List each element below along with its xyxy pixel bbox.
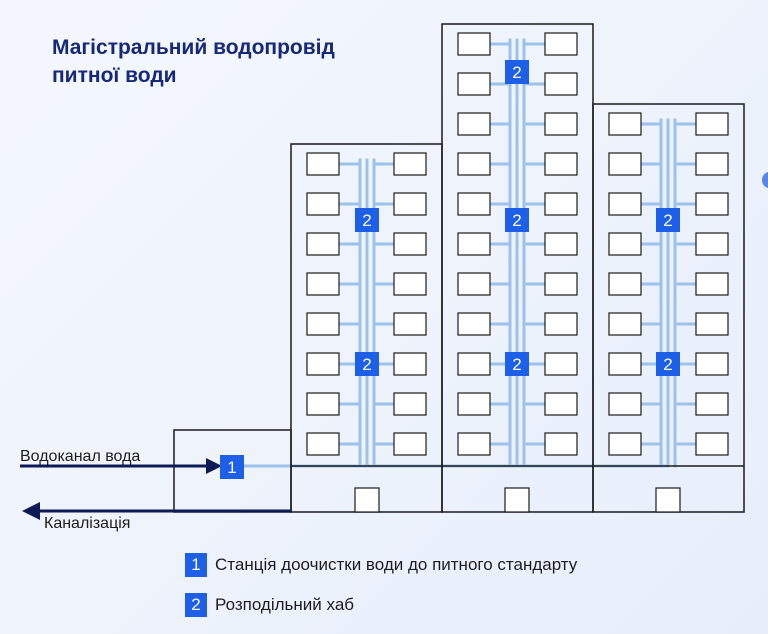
- window: [457, 152, 491, 176]
- window: [695, 192, 729, 216]
- hub-marker-label: 2: [362, 211, 371, 230]
- window: [608, 192, 642, 216]
- hub-marker-label: 2: [512, 63, 521, 82]
- hub-marker-label: 2: [362, 355, 371, 374]
- window: [695, 392, 729, 416]
- window: [608, 232, 642, 256]
- window: [306, 272, 340, 296]
- window: [306, 392, 340, 416]
- window: [393, 352, 427, 376]
- legend-item-hub: 2 Розподільний хаб: [185, 593, 577, 617]
- window: [306, 152, 340, 176]
- window: [544, 112, 578, 136]
- hub-marker-label: 2: [512, 355, 521, 374]
- window: [457, 272, 491, 296]
- window: [393, 432, 427, 456]
- window: [695, 432, 729, 456]
- window: [457, 352, 491, 376]
- window: [457, 232, 491, 256]
- water-in-label: Водоканал вода: [20, 448, 140, 465]
- window: [306, 232, 340, 256]
- legend-key-station: 1: [185, 553, 207, 577]
- window: [608, 392, 642, 416]
- hub-marker: [355, 352, 379, 376]
- window: [544, 72, 578, 96]
- side-dot: [762, 172, 768, 188]
- window: [544, 192, 578, 216]
- legend: 1 Станція доочистки води до питного стан…: [185, 553, 577, 633]
- window: [608, 312, 642, 336]
- legend-key-hub: 2: [185, 593, 207, 617]
- legend-item-station: 1 Станція доочистки води до питного стан…: [185, 553, 577, 577]
- sewage-arrow-head: [22, 502, 40, 520]
- window: [457, 192, 491, 216]
- window: [457, 72, 491, 96]
- window: [608, 432, 642, 456]
- arrows: Водоканал вода Каналізація: [20, 448, 291, 532]
- hub-marker-label: 2: [512, 211, 521, 230]
- hub-marker: [656, 208, 680, 232]
- window: [544, 232, 578, 256]
- window: [544, 312, 578, 336]
- title-line-2: питної води: [52, 64, 177, 87]
- window: [695, 272, 729, 296]
- window: [457, 112, 491, 136]
- window: [608, 112, 642, 136]
- title-line-1: Магістральний водопровід: [52, 36, 335, 59]
- hub-marker-label: 2: [663, 355, 672, 374]
- window: [393, 152, 427, 176]
- window: [457, 432, 491, 456]
- hub-marker-label: 2: [663, 211, 672, 230]
- window: [695, 312, 729, 336]
- window: [695, 352, 729, 376]
- window: [393, 392, 427, 416]
- hub-marker: [505, 352, 529, 376]
- entrance-door: [655, 487, 681, 513]
- window: [306, 192, 340, 216]
- legend-text-station: Станція доочистки води до питного станда…: [215, 555, 578, 574]
- window: [695, 112, 729, 136]
- water-in-arrow-head: [206, 458, 222, 474]
- legend-text-hub: Розподільний хаб: [215, 595, 355, 614]
- window: [544, 272, 578, 296]
- window: [544, 432, 578, 456]
- window: [457, 312, 491, 336]
- window: [306, 312, 340, 336]
- window: [306, 352, 340, 376]
- windows: [306, 32, 729, 513]
- window: [393, 272, 427, 296]
- window: [393, 232, 427, 256]
- window: [457, 32, 491, 56]
- entrance-door: [354, 487, 380, 513]
- sewage-label: Каналізація: [44, 515, 130, 532]
- entrance-door: [504, 487, 530, 513]
- pipe-network: [228, 38, 698, 468]
- window: [544, 392, 578, 416]
- window: [393, 192, 427, 216]
- diagram-title: Магістральний водопровід питної води: [52, 34, 335, 90]
- hub-marker: [656, 352, 680, 376]
- window: [457, 392, 491, 416]
- window: [393, 312, 427, 336]
- window: [608, 272, 642, 296]
- window: [544, 152, 578, 176]
- window: [544, 32, 578, 56]
- hub-marker: [505, 60, 529, 84]
- hub-marker: [505, 208, 529, 232]
- hub-marker: [355, 208, 379, 232]
- window: [608, 152, 642, 176]
- station-marker: [220, 455, 244, 479]
- station-marker-label: 1: [227, 458, 236, 477]
- markers: 2 2 2 2 2 2 2 1: [220, 60, 680, 479]
- window: [608, 352, 642, 376]
- window: [306, 432, 340, 456]
- window: [695, 232, 729, 256]
- window: [695, 152, 729, 176]
- window: [544, 352, 578, 376]
